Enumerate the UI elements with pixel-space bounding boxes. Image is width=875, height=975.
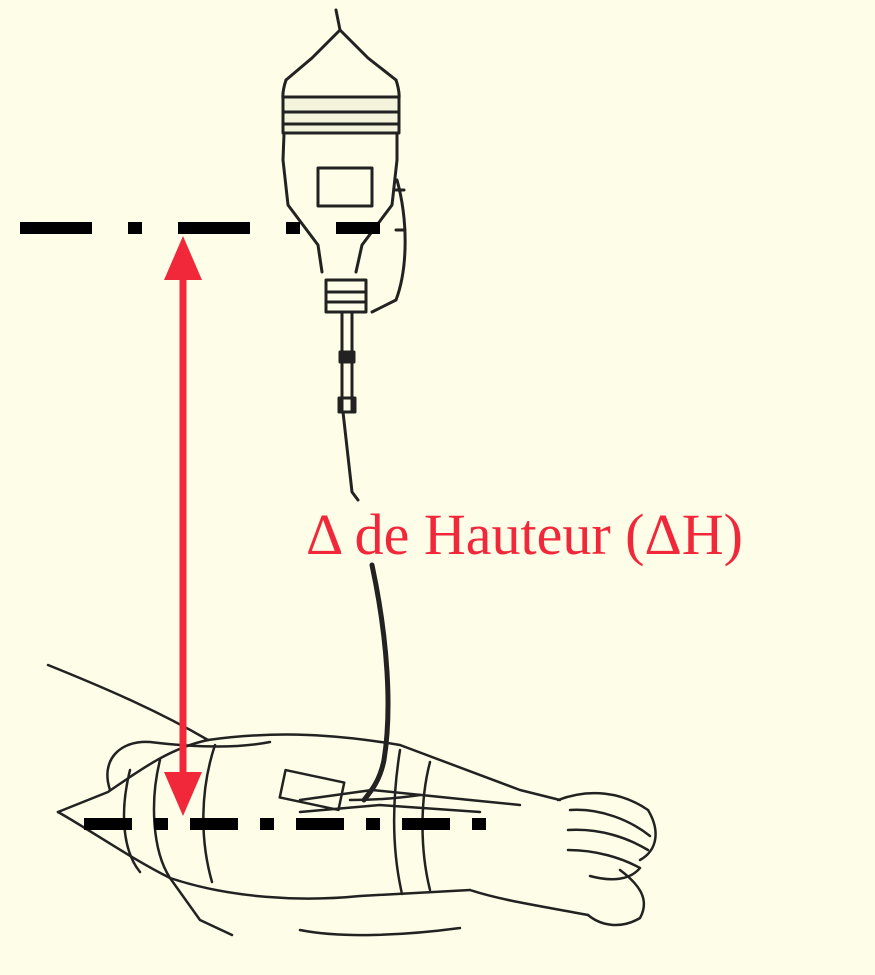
iv-bag-icon	[283, 10, 405, 500]
forearm-icon	[48, 665, 656, 935]
iv-tubing	[364, 565, 388, 800]
height-difference-label: Δ de Hauteur (ΔH)	[306, 500, 743, 570]
double-arrow-icon	[164, 236, 202, 816]
